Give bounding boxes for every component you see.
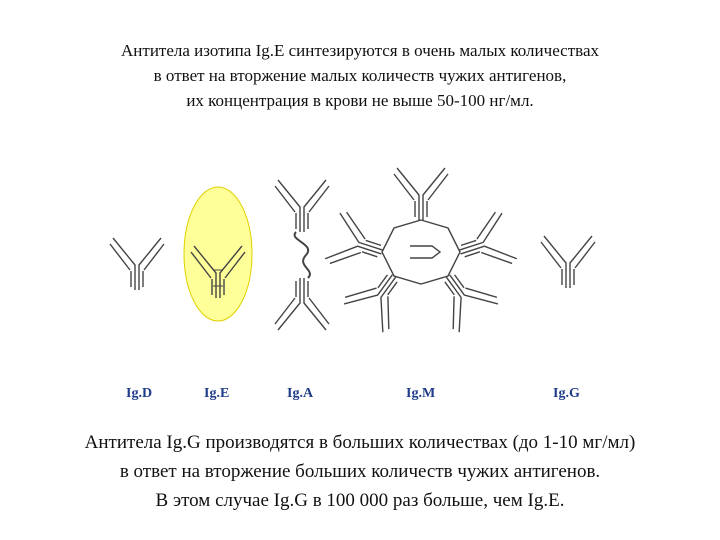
ige-antibody — [183, 186, 253, 322]
igm-antibody — [323, 167, 519, 335]
header-text: Антитела изотипа Ig.E синтезируются в оч… — [0, 38, 720, 113]
label-igg: Ig.G — [553, 386, 580, 401]
header-line-3: их концентрация в крови не выше 50-100 н… — [186, 91, 534, 110]
iga-antibody — [274, 179, 330, 331]
footer-line-3: В этом случае Ig.G в 100 000 раз больше,… — [155, 490, 565, 511]
footer-line-1: Антитела Ig.G производятся в больших кол… — [84, 432, 636, 453]
ige-highlight — [183, 186, 253, 322]
label-ige: Ig.E — [204, 386, 230, 401]
header-line-1: Антитела изотипа Ig.E синтезируются в оч… — [121, 41, 599, 60]
label-igd: Ig.D — [126, 386, 153, 401]
label-iga: Ig.A — [287, 386, 314, 401]
footer-line-2: в ответ на вторжение больших количеств ч… — [119, 461, 601, 482]
igg-antibody — [540, 235, 596, 289]
igd-antibody — [109, 237, 165, 291]
footer-text: Антитела Ig.G производятся в больших кол… — [0, 428, 720, 515]
header-line-2: в ответ на вторжение малых количеств чуж… — [153, 66, 567, 85]
label-igm: Ig.M — [406, 386, 436, 401]
